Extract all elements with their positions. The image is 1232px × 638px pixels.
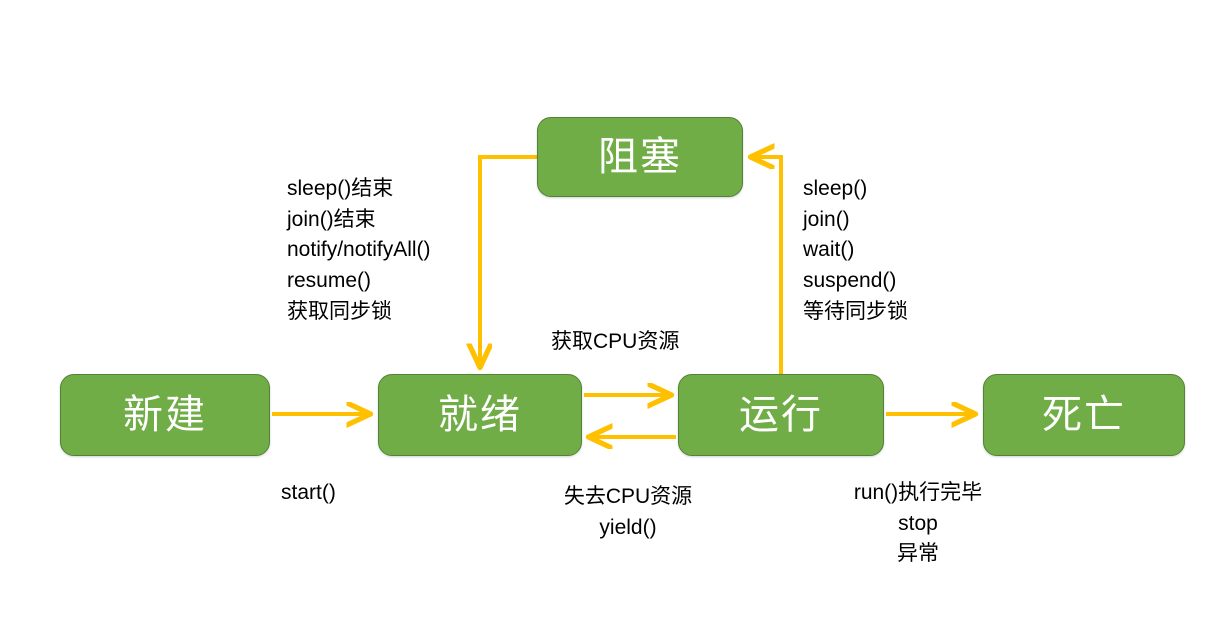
- state-node-blocked-label: 阻塞: [598, 135, 682, 179]
- state-node-ready[interactable]: 就绪: [378, 374, 582, 456]
- state-node-running[interactable]: 运行: [678, 374, 884, 456]
- state-node-dead-label: 死亡: [1042, 393, 1126, 437]
- state-node-new[interactable]: 新建: [60, 374, 270, 456]
- edge-running-to-blocked: [752, 157, 783, 374]
- edge-blocked-to-ready: [480, 155, 537, 366]
- state-node-new-label: 新建: [123, 393, 207, 437]
- edge-label-ready-to-running: 获取CPU资源: [551, 330, 680, 353]
- edge-label-new-to-ready: start(): [281, 481, 336, 504]
- edge-label-blocked-to-ready: sleep()结束 join()结束 notify/notifyAll() re…: [287, 177, 431, 323]
- edge-label-running-to-dead: run()执行完毕 stop 异常: [853, 481, 983, 566]
- state-node-running-label: 运行: [739, 393, 823, 437]
- state-node-dead[interactable]: 死亡: [983, 374, 1185, 456]
- state-node-blocked[interactable]: 阻塞: [537, 117, 743, 197]
- edge-label-running-to-ready: 失去CPU资源 yield(): [563, 485, 693, 539]
- edge-label-running-to-blocked: sleep() join() wait() suspend() 等待同步锁: [803, 177, 908, 323]
- state-node-ready-label: 就绪: [438, 393, 522, 437]
